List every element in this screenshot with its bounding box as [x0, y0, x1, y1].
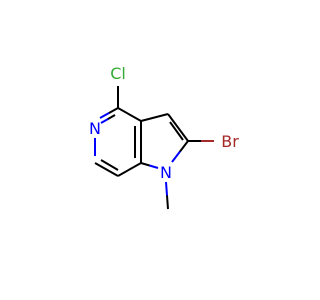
- atom-label-chlorine: Cl: [110, 64, 126, 83]
- bond-lines: [94, 86, 214, 210]
- atom-labels: Cl N Br N: [89, 64, 239, 182]
- bond-n1-methyl: [165, 181, 169, 210]
- bond-c3a-c4: [117, 107, 142, 122]
- bond-c7-c7a: [117, 162, 142, 177]
- bond-c3-c2: [167, 113, 189, 142]
- bond-c6-c7-inner: [100, 159, 119, 171]
- bond-c3-c2-inner: [169, 121, 184, 141]
- bond-c2-n1: [171, 140, 189, 163]
- atom-label-bromine: Br: [221, 132, 239, 151]
- molecule-structure: Cl N Br N: [89, 64, 239, 210]
- atom-label-nitrogen-pyrrole: N: [160, 163, 172, 182]
- bond-c3a-c3: [140, 113, 169, 122]
- bond-c6-c7: [94, 162, 119, 177]
- bond-n1-c7a: [140, 162, 159, 169]
- bond-c4-n5-double: [99, 107, 119, 119]
- bond-c4-n5-double-inner: [100, 114, 116, 124]
- atom-label-nitrogen-pyridine: N: [89, 119, 101, 138]
